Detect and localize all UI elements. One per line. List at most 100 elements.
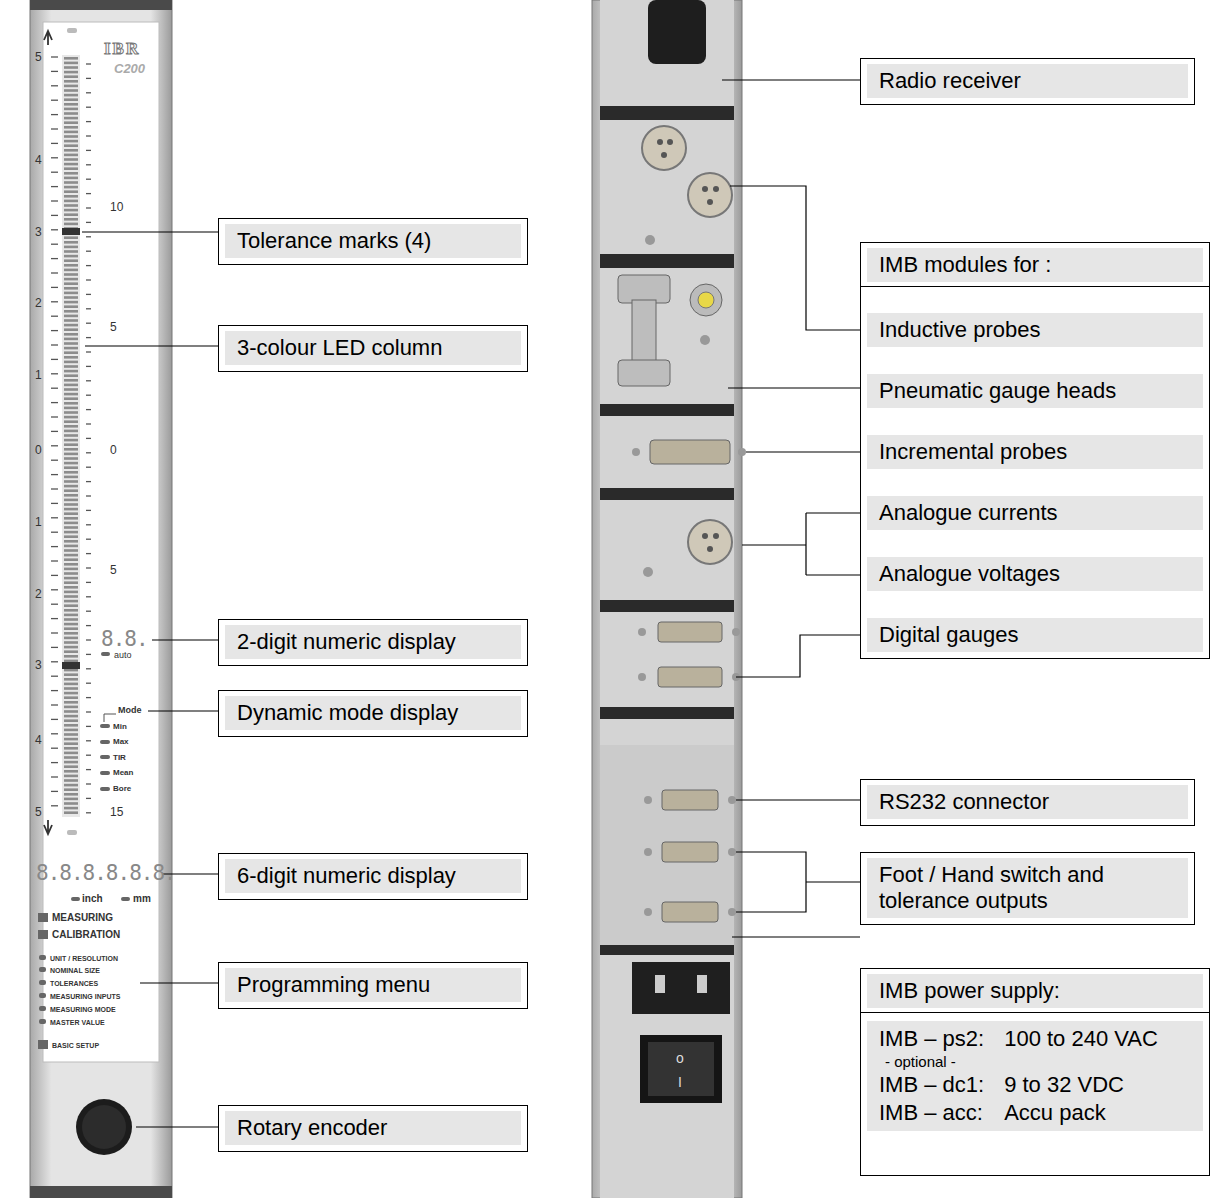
led-segment	[64, 117, 78, 120]
led-segment	[64, 526, 78, 529]
scale-tick	[51, 258, 58, 259]
scale-tick	[51, 71, 58, 72]
separator	[861, 1012, 1209, 1013]
scale-number: 15	[110, 806, 123, 818]
led-segment	[64, 218, 78, 221]
brand-logo: IBR	[104, 40, 140, 57]
led-segment	[64, 356, 78, 359]
scale-tick	[86, 553, 91, 554]
led-segment	[64, 195, 78, 198]
led-segment	[64, 660, 78, 663]
indicator-label: auto	[114, 651, 132, 660]
scale-tick	[51, 388, 58, 389]
led-segment	[64, 784, 78, 787]
scale-tick	[86, 524, 91, 525]
led-segment	[64, 696, 78, 699]
led-segment	[64, 140, 78, 143]
scale-tick	[86, 711, 91, 712]
scale-tick	[86, 683, 91, 684]
scale-tick	[86, 409, 91, 410]
led-segment	[64, 301, 78, 304]
scale-tick	[86, 798, 91, 799]
callout-text: IMB – ps2:	[879, 1025, 984, 1053]
led-segment	[64, 733, 78, 736]
led-segment	[64, 678, 78, 681]
led-segment	[64, 112, 78, 115]
scale-tick	[86, 582, 91, 583]
scale-number: 4	[35, 734, 42, 746]
led-segment	[64, 545, 78, 548]
callout-text: Radio receiver	[867, 64, 1188, 98]
led-segment	[64, 103, 78, 106]
indicator-label: Mode	[118, 706, 142, 715]
led-segment	[64, 581, 78, 584]
scale-tick	[86, 625, 91, 626]
led-segment	[64, 706, 78, 709]
scale-tick	[51, 704, 58, 705]
callout-text: Rotary encoder	[225, 1111, 521, 1145]
callout-text: Inductive probes	[867, 313, 1203, 347]
led-segment	[64, 655, 78, 658]
scale-tick	[86, 366, 91, 367]
led-segment	[64, 793, 78, 796]
menu-item: MASTER VALUE	[50, 1019, 105, 1026]
scale-tick	[86, 265, 91, 266]
mode-label: TIR	[113, 754, 126, 762]
led-segment	[64, 57, 78, 60]
scale-number: 2	[35, 588, 42, 600]
scale-tick	[51, 575, 58, 576]
led-segment	[64, 333, 78, 336]
mode-label: Mean	[113, 769, 133, 777]
led-segment	[64, 384, 78, 387]
scale-tick	[51, 100, 58, 101]
scale-tick	[86, 783, 91, 784]
scale-tick	[51, 676, 58, 677]
led-segment	[64, 443, 78, 446]
scale-tick	[51, 431, 58, 432]
led-segment	[64, 62, 78, 65]
led-segment	[64, 453, 78, 456]
led-segment	[64, 485, 78, 488]
scale-tick	[86, 150, 91, 151]
led-segment	[64, 407, 78, 410]
led-segment	[64, 388, 78, 391]
led-segment	[64, 425, 78, 428]
led-segment	[64, 259, 78, 262]
led-segment	[64, 181, 78, 184]
scale-tick	[51, 618, 58, 619]
led-segment	[64, 149, 78, 152]
scale-tick	[51, 733, 58, 734]
led-segment	[64, 627, 78, 630]
scale-tick	[51, 56, 58, 57]
led-segment	[64, 623, 78, 626]
led-segment	[64, 646, 78, 649]
led-segment	[64, 715, 78, 718]
led-segment	[64, 177, 78, 180]
callout-text: Analogue currents	[867, 496, 1203, 530]
led-segment	[64, 687, 78, 690]
led-segment	[64, 264, 78, 267]
led-segment	[64, 788, 78, 791]
scale-tick	[51, 344, 58, 345]
led-segment	[64, 503, 78, 506]
led-segment	[64, 98, 78, 101]
scale-tick	[51, 503, 58, 504]
led-segment	[64, 604, 78, 607]
callout-text: Analogue voltages	[867, 557, 1203, 591]
switch-mark: I	[678, 1075, 682, 1089]
power-supply-box: IMB power supply:IMB – ps2:100 to 240 VA…	[860, 968, 1210, 1176]
led-segment	[64, 568, 78, 571]
led-segment	[64, 512, 78, 515]
scale-tick	[86, 308, 91, 309]
scale-number: 5	[35, 51, 42, 63]
led-segment	[64, 770, 78, 773]
supply-table: IMB – ps2:100 to 240 VAC- optional -IMB …	[867, 1021, 1203, 1131]
scale-tick	[51, 589, 58, 590]
led-segment	[64, 747, 78, 750]
led-segment	[64, 246, 78, 249]
led-segment	[64, 338, 78, 341]
menu-item: MEASURING MODE	[50, 1006, 116, 1013]
led-segment	[64, 186, 78, 189]
led-segment	[64, 476, 78, 479]
scale-tick	[51, 560, 58, 561]
